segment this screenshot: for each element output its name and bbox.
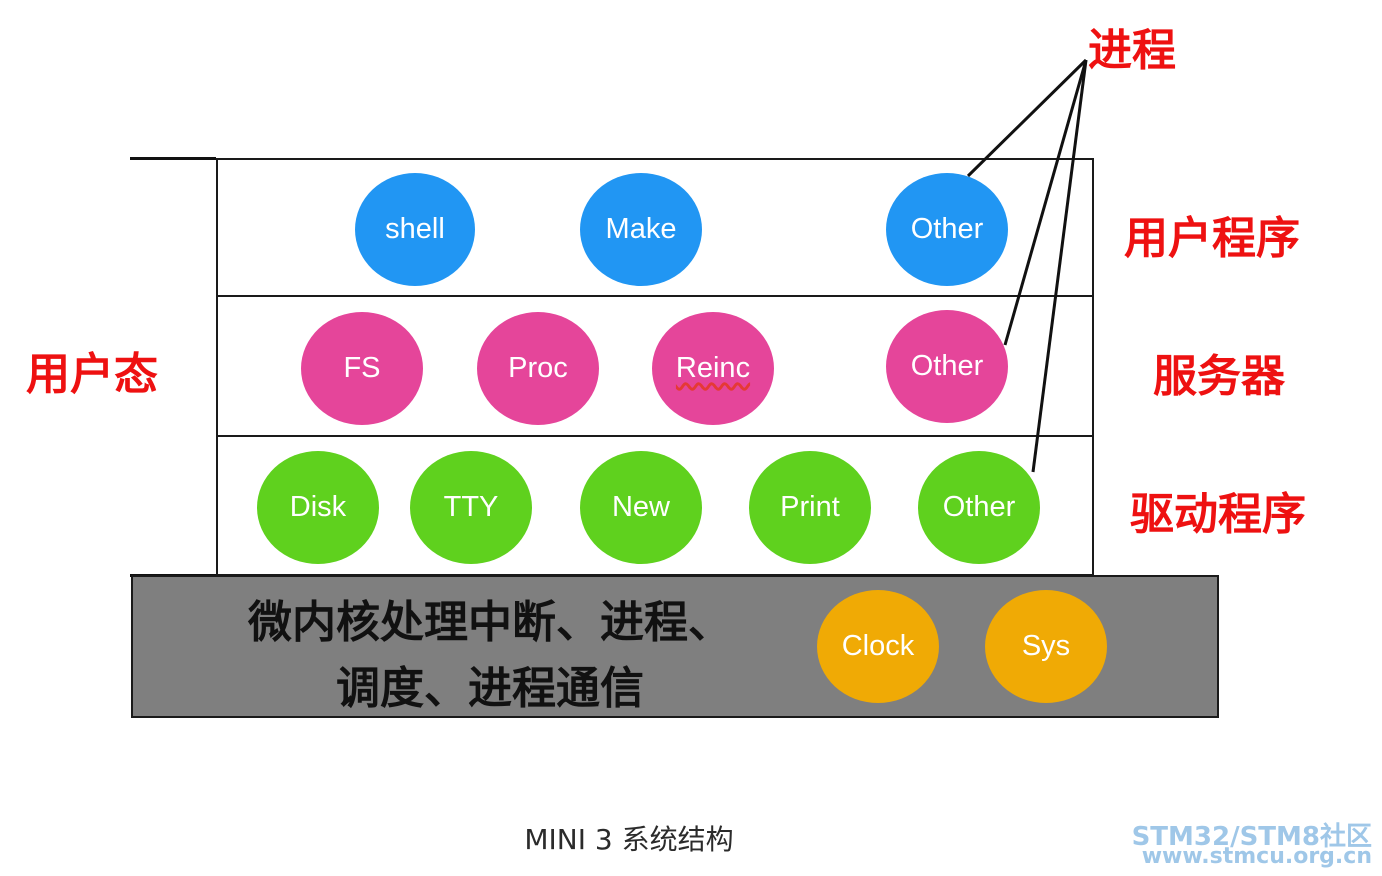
process-disk: Disk [257,451,379,564]
process-reinc-label: Reinc [675,352,751,384]
user-programs-label: 用户程序 [1124,213,1300,264]
process-label: 进程 [1088,25,1176,76]
watermark-line-1: STM32/STM8社区 [1131,822,1372,852]
pointer-line-driver [1031,59,1088,473]
process-make: Make [580,173,702,286]
process-user-other: Other [886,173,1008,286]
user-mode-label: 用户态 [26,349,158,400]
pointer-line-server [1003,59,1088,346]
process-new: New [580,451,702,564]
microkernel-line-2: 调度、进程通信 [336,663,644,714]
process-shell: shell [355,173,475,286]
process-print: Print [749,451,871,564]
user-mode-bracket-top [130,157,216,160]
process-server-other: Other [886,310,1008,423]
pointer-line-user [966,58,1088,178]
figure-caption: MINI 3 系统结构 [524,823,734,856]
process-clock: Clock [817,590,939,703]
process-proc: Proc [477,312,599,425]
drivers-label: 驱动程序 [1130,489,1306,540]
process-fs: FS [301,312,423,425]
watermark-line-2: www.stmcu.org.cn [1141,844,1372,869]
process-driver-other: Other [918,451,1040,564]
process-tty: TTY [410,451,532,564]
process-reinc: Reinc [652,312,774,425]
microkernel-line-1: 微内核处理中断、进程、 [248,597,732,648]
servers-label: 服务器 [1153,351,1285,402]
process-sys: Sys [985,590,1107,703]
microkernel-description: 微内核处理中断、进程、 调度、进程通信 [240,590,740,722]
